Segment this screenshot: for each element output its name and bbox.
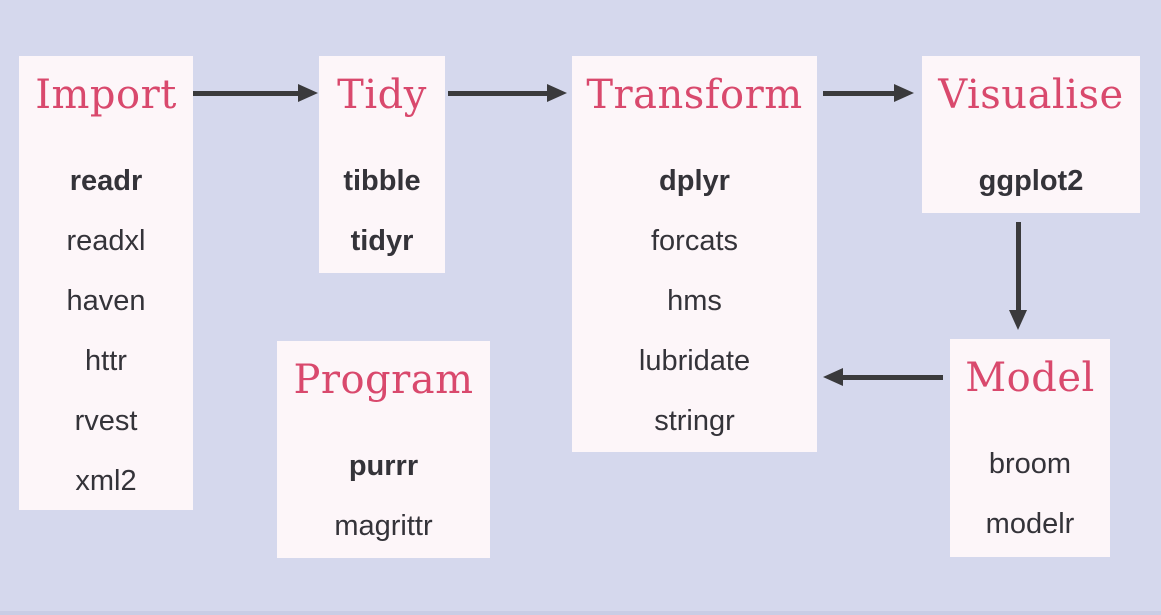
package-item: xml2 — [75, 465, 137, 497]
package-list-model: broom modelr — [950, 434, 1110, 554]
box-title-tidy: Tidy — [337, 72, 427, 118]
arrow-shaft — [1016, 222, 1021, 310]
box-title-visualise: Visualise — [938, 72, 1124, 118]
flow-box-program: Program purrr magrittr — [277, 341, 490, 558]
package-item: dplyr — [659, 165, 730, 197]
package-item: forcats — [650, 225, 739, 257]
arrow-head-right-icon — [547, 84, 567, 102]
package-list-transform: dplyr forcats hms lubridate stringr — [572, 151, 817, 451]
package-item: broom — [988, 448, 1072, 480]
package-item: hms — [667, 285, 722, 317]
package-item: purrr — [348, 450, 419, 482]
box-title-transform: Transform — [586, 72, 803, 118]
flow-box-model: Model broom modelr — [950, 339, 1110, 557]
package-item: tidyr — [350, 225, 414, 257]
flow-box-import: Import readr readxl haven httr rvest xml… — [19, 56, 193, 510]
arrow-head-down-icon — [1009, 310, 1027, 330]
arrow-shaft — [843, 375, 943, 380]
arrow-head-right-icon — [298, 84, 318, 102]
package-list-program: purrr magrittr — [277, 436, 490, 556]
arrow-head-left-icon — [823, 368, 843, 386]
arrow-visualise-to-model-icon — [1009, 222, 1027, 330]
package-item: ggplot2 — [978, 165, 1084, 197]
box-title-model: Model — [965, 355, 1095, 401]
package-list-visualise: ggplot2 — [922, 151, 1140, 211]
package-item: readxl — [66, 225, 146, 257]
package-item: httr — [85, 345, 127, 377]
arrow-shaft — [448, 91, 547, 96]
arrow-tidy-to-transform-icon — [448, 84, 567, 102]
arrow-model-to-transform-icon — [823, 368, 943, 386]
bottom-edge-divider — [0, 611, 1161, 615]
package-item: magrittr — [334, 510, 433, 542]
package-item: readr — [69, 165, 143, 197]
box-title-import: Import — [35, 72, 177, 118]
flow-box-visualise: Visualise ggplot2 — [922, 56, 1140, 213]
arrow-import-to-tidy-icon — [193, 84, 318, 102]
package-item: haven — [66, 285, 146, 317]
package-item: tibble — [343, 165, 421, 197]
flow-box-transform: Transform dplyr forcats hms lubridate st… — [572, 56, 817, 452]
package-item: modelr — [985, 508, 1075, 540]
arrow-shaft — [193, 91, 298, 96]
arrow-shaft — [823, 91, 894, 96]
flow-box-tidy: Tidy tibble tidyr — [319, 56, 445, 273]
arrow-head-right-icon — [894, 84, 914, 102]
package-item: rvest — [74, 405, 138, 437]
package-item: lubridate — [638, 345, 751, 377]
box-title-program: Program — [293, 357, 474, 403]
arrow-transform-to-visualise-icon — [823, 84, 914, 102]
package-item: stringr — [654, 405, 735, 437]
package-list-import: readr readxl haven httr rvest xml2 — [19, 151, 193, 511]
package-list-tidy: tibble tidyr — [319, 151, 445, 271]
